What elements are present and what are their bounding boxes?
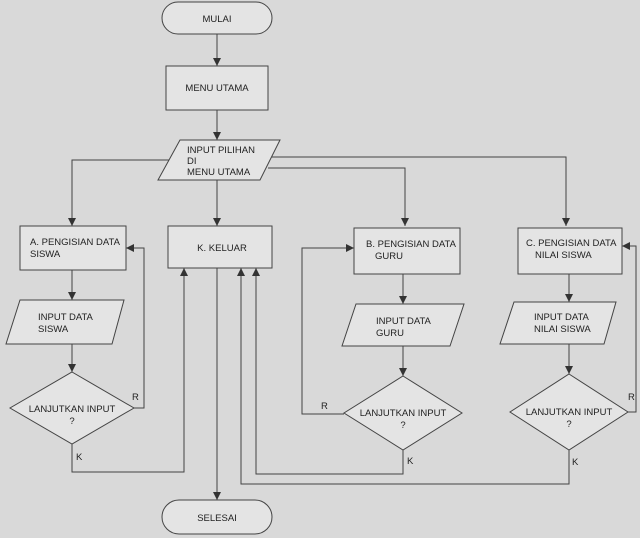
fill-a-label-line2: SISWA: [30, 249, 61, 260]
edge-label-a-repeat: R: [132, 392, 139, 403]
edge-a-repeat: [126, 244, 145, 409]
input-choice-label-line3: MENU UTAMA: [187, 167, 251, 178]
fill-b-label-line2: GURU: [375, 251, 403, 262]
node-labels: MULAI MENU UTAMA INPUT PILIHAN DI MENU U…: [29, 14, 617, 524]
input-b-parallelogram: [341, 303, 465, 347]
edge-b-continue: [252, 268, 404, 475]
start-terminator: [161, 1, 273, 35]
edge-label-b-repeat: R: [321, 401, 328, 412]
edge-label-c-repeat: R: [628, 392, 635, 403]
input-b-label-line2: GURU: [376, 328, 404, 339]
fill-a-label-line1: A. PENGISIAN DATA: [30, 237, 121, 248]
input-a-label-line2: SISWA: [38, 324, 69, 335]
edge-c-continue: [237, 268, 570, 485]
decision-a-label-line2: ?: [69, 416, 74, 427]
edge-label-b-continue: K: [407, 456, 414, 467]
decision-a-diamond: [9, 371, 135, 445]
edge-labels: R K R K R K: [76, 392, 635, 468]
edge-input-to-a: [68, 159, 178, 226]
connectors: [68, 34, 637, 500]
edge-a-continue: [71, 268, 188, 473]
end-label: SELESAI: [197, 513, 237, 524]
decision-c-label-line1: LANJUTKAN INPUT: [526, 407, 613, 418]
start-label: MULAI: [202, 14, 231, 25]
decision-c-diamond: [509, 373, 629, 451]
decision-c-label-line2: ?: [566, 419, 571, 430]
decision-b-diamond: [343, 375, 463, 451]
edge-b-repeat: [301, 244, 354, 415]
menu-label: MENU UTAMA: [185, 83, 249, 94]
input-choice-parallelogram: [157, 139, 281, 181]
fill-c-label-line1: C. PENGISIAN DATA: [526, 238, 617, 249]
input-c-label-line2: NILAI SISWA: [534, 324, 591, 335]
exit-label: K. KELUAR: [197, 243, 247, 254]
decision-b-label-line2: ?: [400, 420, 405, 431]
decision-a-label-line1: LANJUTKAN INPUT: [29, 404, 116, 415]
fill-a-box: [19, 225, 127, 271]
edge-label-c-continue: K: [572, 457, 579, 468]
edge-c-repeat: [622, 242, 637, 413]
fill-c-label-line2: NILAI SISWA: [535, 250, 592, 261]
input-a-label-line1: INPUT DATA: [38, 312, 94, 323]
input-choice-label-line2: DI: [187, 156, 197, 167]
input-choice-label-line1: INPUT PILIHAN: [187, 145, 255, 156]
edge-input-to-b: [268, 167, 409, 226]
edge-input-to-c: [270, 156, 570, 226]
menu-box: [165, 65, 269, 111]
decision-b-label-line1: LANJUTKAN INPUT: [360, 408, 447, 419]
exit-box: [167, 225, 273, 269]
edge-label-a-continue: K: [76, 452, 83, 463]
input-b-label-line1: INPUT DATA: [376, 316, 432, 327]
input-c-parallelogram: [499, 301, 617, 345]
input-a-parallelogram: [5, 299, 125, 345]
fill-c-box: [517, 227, 623, 275]
fill-b-box: [353, 227, 461, 275]
input-c-label-line1: INPUT DATA: [534, 312, 590, 323]
end-terminator: [161, 499, 273, 535]
nodes: [5, 1, 629, 535]
fill-b-label-line1: B. PENGISIAN DATA: [366, 239, 457, 250]
